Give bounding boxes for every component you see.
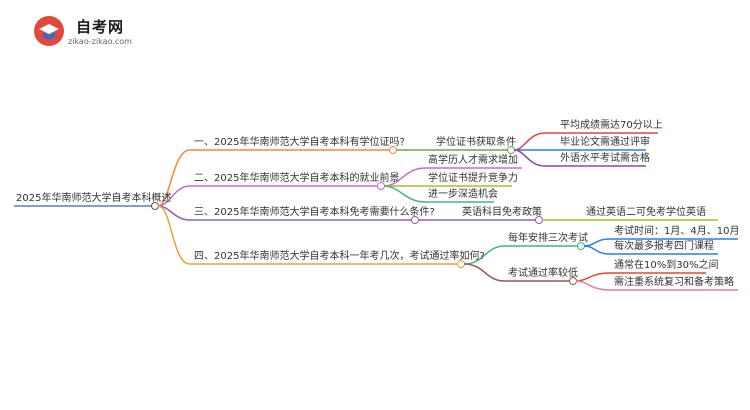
leaf-1-1-label: 平均成绩需达70分以上 [560,120,663,131]
leaf-2-3-connector [383,185,426,203]
brand-url: zikao-zikao.com [68,37,132,46]
branch-1-connector [157,149,191,207]
leaf-4-1-2-connector [583,245,611,255]
leaf-4-1-1-label: 考试时间：1月、4月、10月 [614,226,740,237]
mid-4-2-label: 考试通过率较低 [508,268,578,279]
leaf-4-2-2-connector [575,280,611,291]
mid-4-2-connector [463,263,506,282]
site-logo[interactable]: 自考网 zikao-zikao.com [30,12,160,52]
brand-title: 自考网 [76,18,125,36]
branch-4-label: 四、2025年华南师范大学自考本科一年考几次，考试通过率如何? [194,251,485,262]
leaf-4-2-1-connector [575,272,611,282]
leaf-4-1-2-label: 每次最多报考四门课程 [614,241,714,252]
root-topic: 2025年华南师范大学自考本科概述 [16,193,172,204]
branch-1-label: 一、2025年华南师范大学自考本科有学位证吗? [194,137,405,148]
branch-2-label: 二、2025年华南师范大学自考本科的就业前景 [194,173,400,184]
leaf-1-1-connector [513,132,546,151]
leaf-1-2-label: 毕业论文需通过评审 [560,137,650,148]
mid-4-1-connector [463,245,506,265]
graduation-cap-icon [34,16,64,46]
mid-4-1-label: 每年安排三次考试 [508,233,588,244]
leaf-3-1-label: 通过英语二可免考学位英语 [586,207,706,218]
leaf-1-3-connector [513,149,546,167]
leaf-2-1-label: 高学历人才需求增加 [428,155,518,166]
branch-3-mid-label: 英语科目免考政策 [462,207,542,218]
branch-1-mid-label: 学位证书获取条件 [436,137,516,148]
branch-4-connector [157,205,191,265]
leaf-1-3-label: 外语水平考试需合格 [560,153,650,164]
branch-2-connector [157,185,191,207]
leaf-2-2-label: 学位证书提升竞争力 [428,173,518,184]
leaf-4-2-2-label: 需注重系统复习和备考策略 [614,277,734,288]
leaf-2-3-label: 进一步深造机会 [428,189,498,200]
leaf-4-2-1-label: 通常在10%到30%之间 [614,260,719,271]
branch-3-label: 三、2025年华南师范大学自考本科免考需要什么条件? [194,207,435,218]
